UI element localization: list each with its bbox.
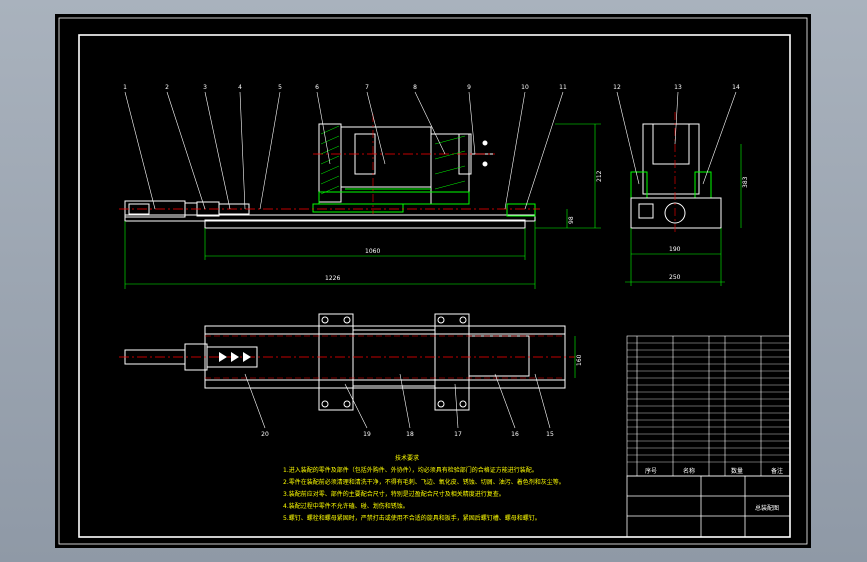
dim-height-212: 212 (596, 170, 603, 182)
dim-rail-length: 1060 (365, 248, 380, 255)
balloon-side-2: 14 (732, 84, 740, 91)
balloon-top-2: 3 (203, 84, 207, 91)
note-line-1: 2.零件在装配前必须清理和清洗干净，不得有毛刺、飞边、氧化皮、锈蚀、切屑、油污、… (283, 478, 565, 486)
note-line-3: 4.装配过程中零件不允许磕、碰、划伤和锈蚀。 (283, 502, 409, 510)
dim-plan-width: 160 (576, 354, 583, 366)
balloon-top-3: 4 (238, 84, 242, 91)
note-line-0: 1.进入装配的零件及部件（包括外购件、外协件），均必须具有检验部门的合格证方能进… (283, 466, 538, 474)
plan-view (124, 313, 566, 411)
balloon-plan-5: 15 (546, 431, 554, 438)
balloon-plan-3: 17 (454, 431, 462, 438)
balloon-top-8: 9 (467, 84, 471, 91)
balloon-plan-0: 20 (261, 431, 269, 438)
sheet-border (58, 17, 808, 545)
section-hatching (320, 125, 466, 195)
balloon-top-7: 8 (413, 84, 417, 91)
plan-leader-lines (244, 373, 551, 429)
balloon-top-4: 5 (278, 84, 282, 91)
leader-lines (124, 91, 564, 210)
drawing-frame (78, 34, 791, 538)
bom-header-name: 名称 (683, 467, 695, 475)
dim-side-width-190: 190 (669, 246, 681, 253)
balloon-top-6: 7 (365, 84, 369, 91)
balloon-top-9: 10 (521, 84, 529, 91)
balloon-top-1: 2 (165, 84, 169, 91)
balloon-top-10: 11 (559, 84, 567, 91)
balloon-side-1: 13 (674, 84, 682, 91)
note-line-2: 3.装配前应对零、部件的主要配合尺寸，特别是过盈配合尺寸及相关精度进行复查。 (283, 490, 505, 498)
arrow-marks (219, 352, 251, 362)
drawing-name: 总装配图 (755, 504, 779, 512)
dimension-lines (124, 123, 601, 289)
balloon-plan-2: 18 (406, 431, 414, 438)
balloon-side-0: 12 (613, 84, 621, 91)
dim-side-height: 383 (742, 176, 749, 188)
dim-small-98: 98 (568, 216, 575, 224)
balloon-plan-1: 19 (363, 431, 371, 438)
bom-header-qty: 数量 (731, 467, 743, 475)
title-block (626, 475, 791, 538)
side-dimension-lines (625, 144, 742, 286)
balloon-top-5: 6 (315, 84, 319, 91)
dim-total-length: 1226 (325, 275, 340, 282)
notes-title: 技术要求 (395, 454, 419, 462)
side-view (630, 123, 722, 229)
bom-header-note: 备注 (771, 467, 783, 475)
balloon-top-0: 1 (123, 84, 127, 91)
note-line-4: 5.螺钉、螺栓和螺母紧固时，严禁打击或使用不合适的旋具和扳手，紧固后螺钉槽、螺母… (283, 514, 541, 522)
bom-header-seq: 序号 (645, 467, 657, 475)
dim-side-width-250: 250 (669, 274, 681, 281)
balloon-plan-4: 16 (511, 431, 519, 438)
